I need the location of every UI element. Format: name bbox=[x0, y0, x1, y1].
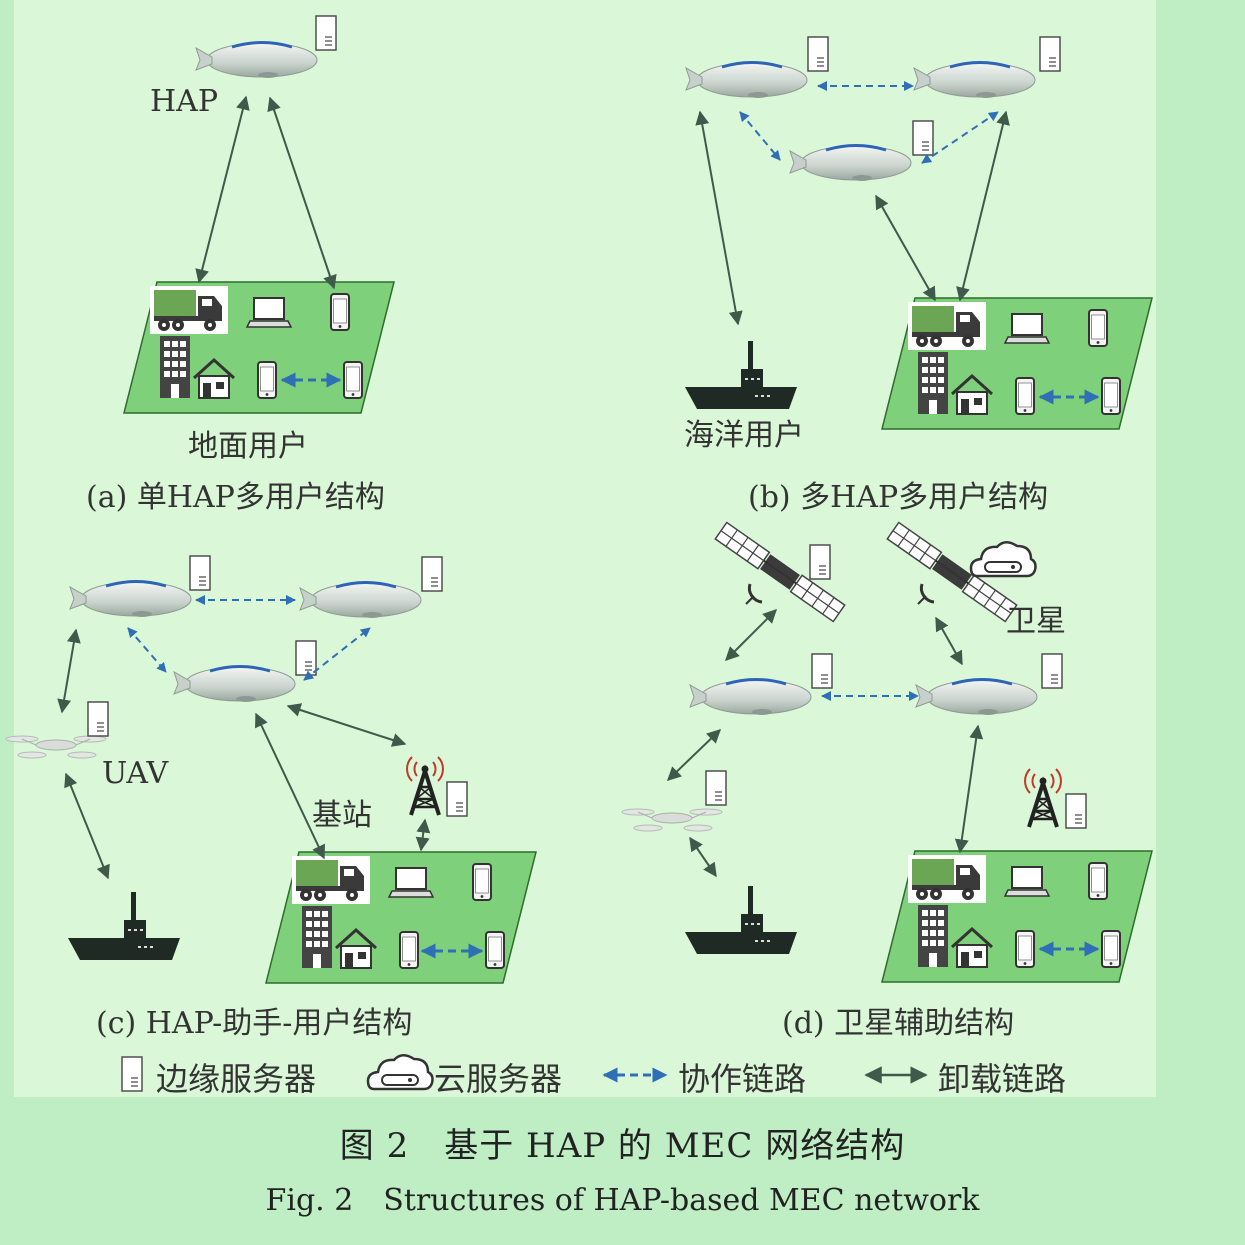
edge-server-icon bbox=[809, 544, 831, 580]
satellite-label: 卫星 bbox=[1006, 604, 1066, 639]
base-station-tower-icon bbox=[1023, 767, 1063, 829]
legend-cloud-server: 云服务器 bbox=[428, 1055, 562, 1099]
offload-link bbox=[267, 96, 337, 290]
edge-server-icon bbox=[1039, 36, 1061, 72]
offload-link bbox=[195, 95, 250, 284]
uav-label: UAV bbox=[102, 756, 169, 791]
edge-server-icon bbox=[315, 15, 337, 51]
ground-users-area bbox=[124, 282, 394, 413]
panel-b-caption: (b) 多HAP多用户结构 bbox=[748, 480, 1049, 515]
hap-blimp-icon bbox=[914, 678, 1039, 717]
offload-link bbox=[415, 818, 431, 852]
ground-users-label: 地面用户 bbox=[188, 429, 308, 464]
edge-server-icon bbox=[421, 556, 443, 592]
edge-server-icon bbox=[87, 701, 109, 737]
ship-icon bbox=[685, 886, 797, 954]
edge-server-icon bbox=[1041, 653, 1063, 689]
hap-blimp-icon bbox=[298, 581, 423, 620]
uav-icon bbox=[621, 808, 723, 832]
legend-cooperation-link: 协作链路 bbox=[672, 1055, 806, 1099]
panel-a bbox=[124, 15, 394, 413]
offload-link bbox=[689, 836, 717, 878]
base-station-label: 基站 bbox=[312, 798, 372, 833]
figure-caption-en: Fig. 2 Structures of HAP-based MEC netwo… bbox=[265, 1183, 980, 1218]
offload-link bbox=[725, 609, 777, 661]
edge-server-icon bbox=[295, 640, 317, 676]
legend-edge-server-label: 边缘服务器 bbox=[156, 1060, 317, 1098]
hap-blimp-icon bbox=[68, 580, 193, 619]
ground-users-area bbox=[882, 298, 1152, 429]
edge-server-icon bbox=[912, 120, 934, 156]
legend-cloud-server-icon bbox=[366, 1053, 434, 1091]
ground-users-area bbox=[266, 852, 536, 983]
cooperation-link bbox=[127, 627, 167, 673]
panel-c bbox=[5, 555, 536, 983]
hap-label: HAP bbox=[150, 84, 219, 119]
ocean-users-label: 海洋用户 bbox=[684, 418, 804, 453]
hap-blimp-icon bbox=[788, 144, 913, 183]
offload-link bbox=[695, 110, 743, 326]
network-diagram bbox=[5, 15, 1245, 1092]
cooperation-link bbox=[303, 627, 371, 681]
offload-link bbox=[935, 616, 963, 666]
figure-caption-cn: 图 2 基于 HAP 的 MEC 网络结构 bbox=[339, 1126, 906, 1166]
legend-cloud-server-label: 云服务器 bbox=[434, 1060, 563, 1098]
legend-icons bbox=[121, 1053, 928, 1092]
hap-blimp-icon bbox=[912, 61, 1037, 100]
edge-server-icon bbox=[811, 653, 833, 689]
offload-link bbox=[255, 712, 325, 860]
offload-link bbox=[875, 194, 936, 302]
offload-link bbox=[64, 772, 110, 880]
edge-server-icon bbox=[1065, 793, 1087, 829]
legend-offload-link: 卸载链路 bbox=[932, 1055, 1066, 1099]
offload-link bbox=[954, 724, 984, 854]
panel-d-caption: (d) 卫星辅助结构 bbox=[782, 1006, 1015, 1041]
hap-blimp-icon bbox=[684, 61, 809, 100]
panel-d bbox=[621, 521, 1152, 982]
offload-link bbox=[57, 628, 81, 714]
ship-icon bbox=[685, 341, 797, 409]
panel-a-caption: (a) 单HAP多用户结构 bbox=[86, 480, 385, 515]
hap-blimp-icon bbox=[172, 665, 297, 704]
legend-cooperation-link-label: 协作链路 bbox=[678, 1060, 807, 1098]
edge-server-icon bbox=[189, 555, 211, 591]
uav-icon bbox=[5, 735, 107, 759]
ground-users-area bbox=[882, 851, 1152, 982]
legend-offload-link-label: 卸载链路 bbox=[938, 1060, 1067, 1098]
edge-server-icon bbox=[807, 36, 829, 72]
edge-server-icon bbox=[705, 770, 727, 806]
cooperation-link bbox=[739, 111, 781, 161]
edge-server-icon bbox=[446, 781, 468, 817]
panel-b bbox=[684, 36, 1152, 429]
legend-edge-server-icon bbox=[121, 1056, 143, 1092]
offload-link bbox=[666, 729, 722, 781]
base-station-tower-icon bbox=[405, 755, 445, 817]
panel-c-caption: (c) HAP-助手-用户结构 bbox=[96, 1006, 413, 1041]
cloud-server-icon bbox=[969, 540, 1037, 578]
ship-icon bbox=[68, 892, 180, 960]
offload-link bbox=[286, 703, 407, 747]
hap-blimp-icon bbox=[194, 41, 319, 80]
hap-blimp-icon bbox=[688, 678, 813, 717]
offload-link bbox=[956, 110, 1010, 302]
legend-edge-server: 边缘服务器 bbox=[150, 1055, 316, 1099]
